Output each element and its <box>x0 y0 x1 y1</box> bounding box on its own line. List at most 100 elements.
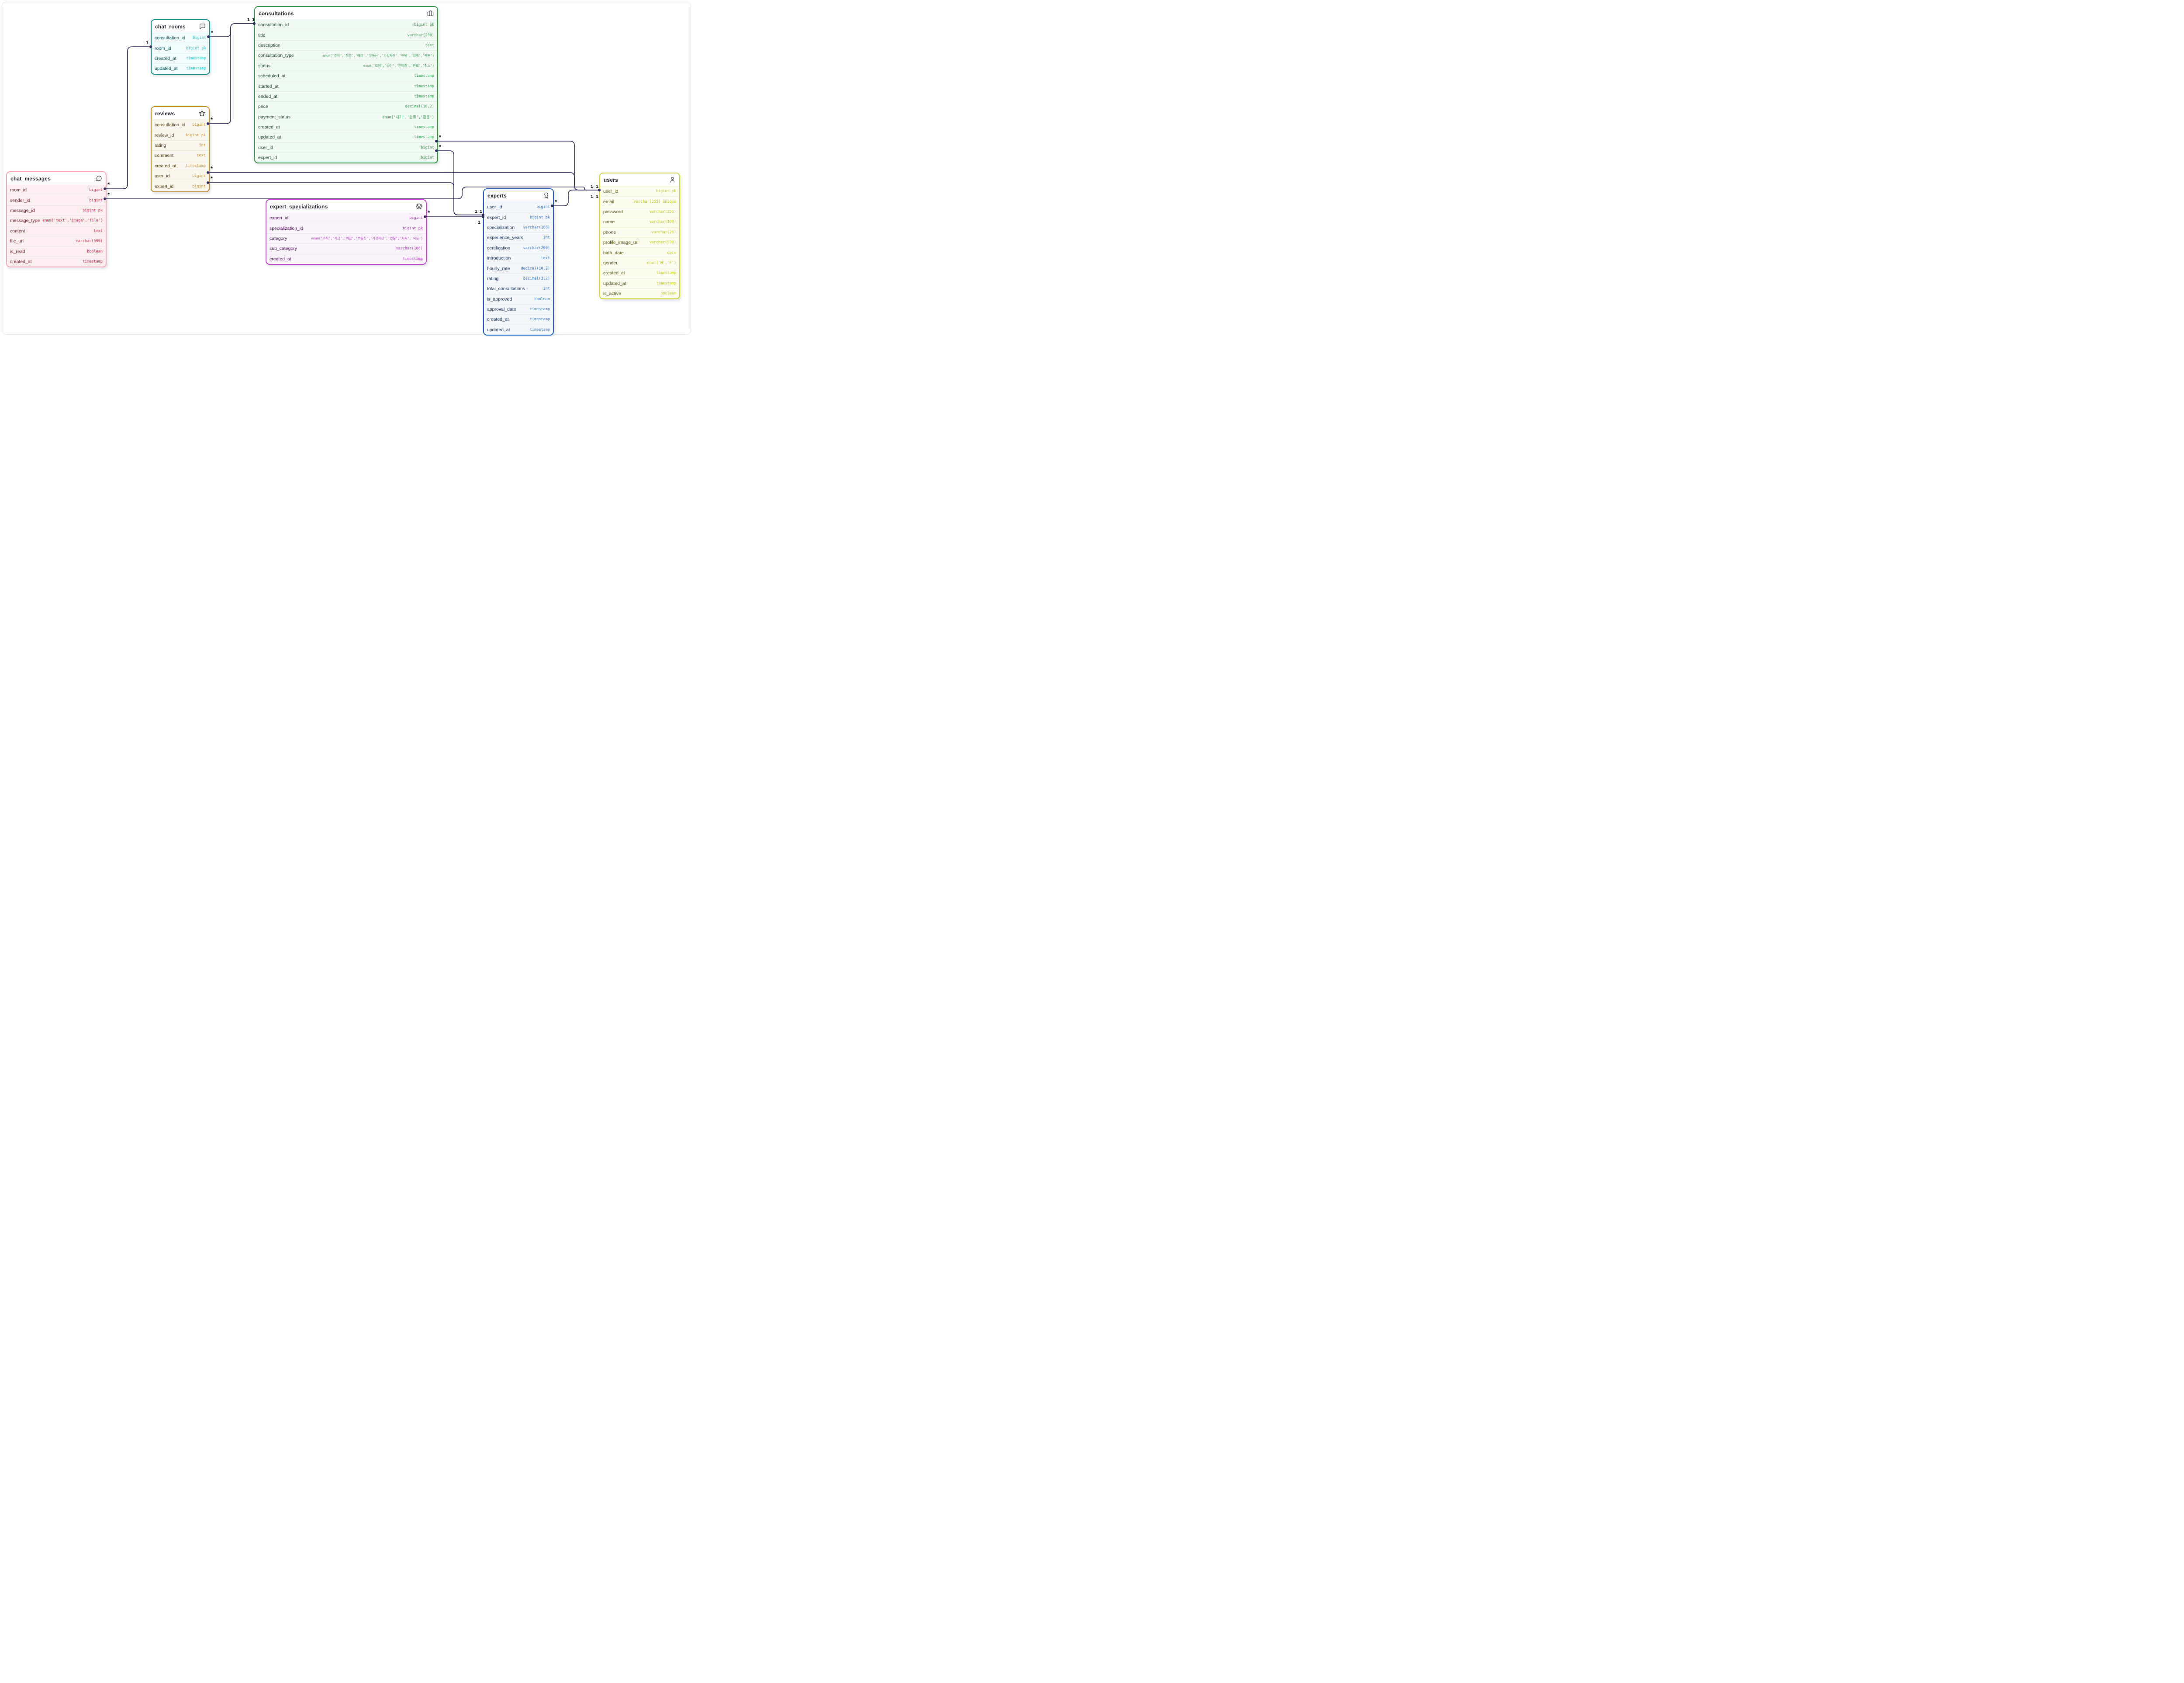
field-type: int <box>543 287 550 291</box>
table-header[interactable]: experts <box>484 189 553 202</box>
field-name: title <box>258 32 266 38</box>
field-name: message_type <box>10 218 40 224</box>
field-name: sub_category <box>270 246 297 252</box>
field-type: enum('M','F') <box>647 260 676 265</box>
field-type: text <box>541 256 550 261</box>
field-type: bigint pk <box>82 208 103 213</box>
table-consultations[interactable]: consultations consultation_id bigint pk tit… <box>254 6 438 164</box>
star-icon <box>199 110 205 117</box>
field-name: birth_date <box>603 250 624 256</box>
table-title: reviews <box>155 110 175 117</box>
table-header[interactable]: chat_messages <box>7 172 106 185</box>
field-type: text <box>425 43 434 48</box>
field-name: consultation_id <box>258 22 289 28</box>
field-type: bigint pk <box>414 23 434 28</box>
table-header[interactable]: consultations <box>255 7 437 20</box>
field-name: rating <box>155 142 166 148</box>
field-name: comment <box>155 153 174 159</box>
field-type: timestamp <box>414 135 434 140</box>
field-name: created_at <box>10 259 32 264</box>
table-title: expert_specializations <box>270 203 328 210</box>
field-row-consultation_id[interactable]: consultation_id bigint pk <box>255 20 437 30</box>
field-type: timestamp <box>529 327 550 332</box>
table-header[interactable]: chat_rooms <box>152 20 209 33</box>
table-header[interactable]: users <box>600 173 679 186</box>
field-type: timestamp <box>414 74 434 79</box>
table-header[interactable]: expert_specializations <box>266 200 426 213</box>
table-header[interactable]: reviews <box>152 107 209 120</box>
table-title: chat_rooms <box>155 23 186 30</box>
field-name: created_at <box>155 163 176 169</box>
field-type: decimal(10,2) <box>405 104 434 109</box>
field-name: password <box>603 209 623 215</box>
